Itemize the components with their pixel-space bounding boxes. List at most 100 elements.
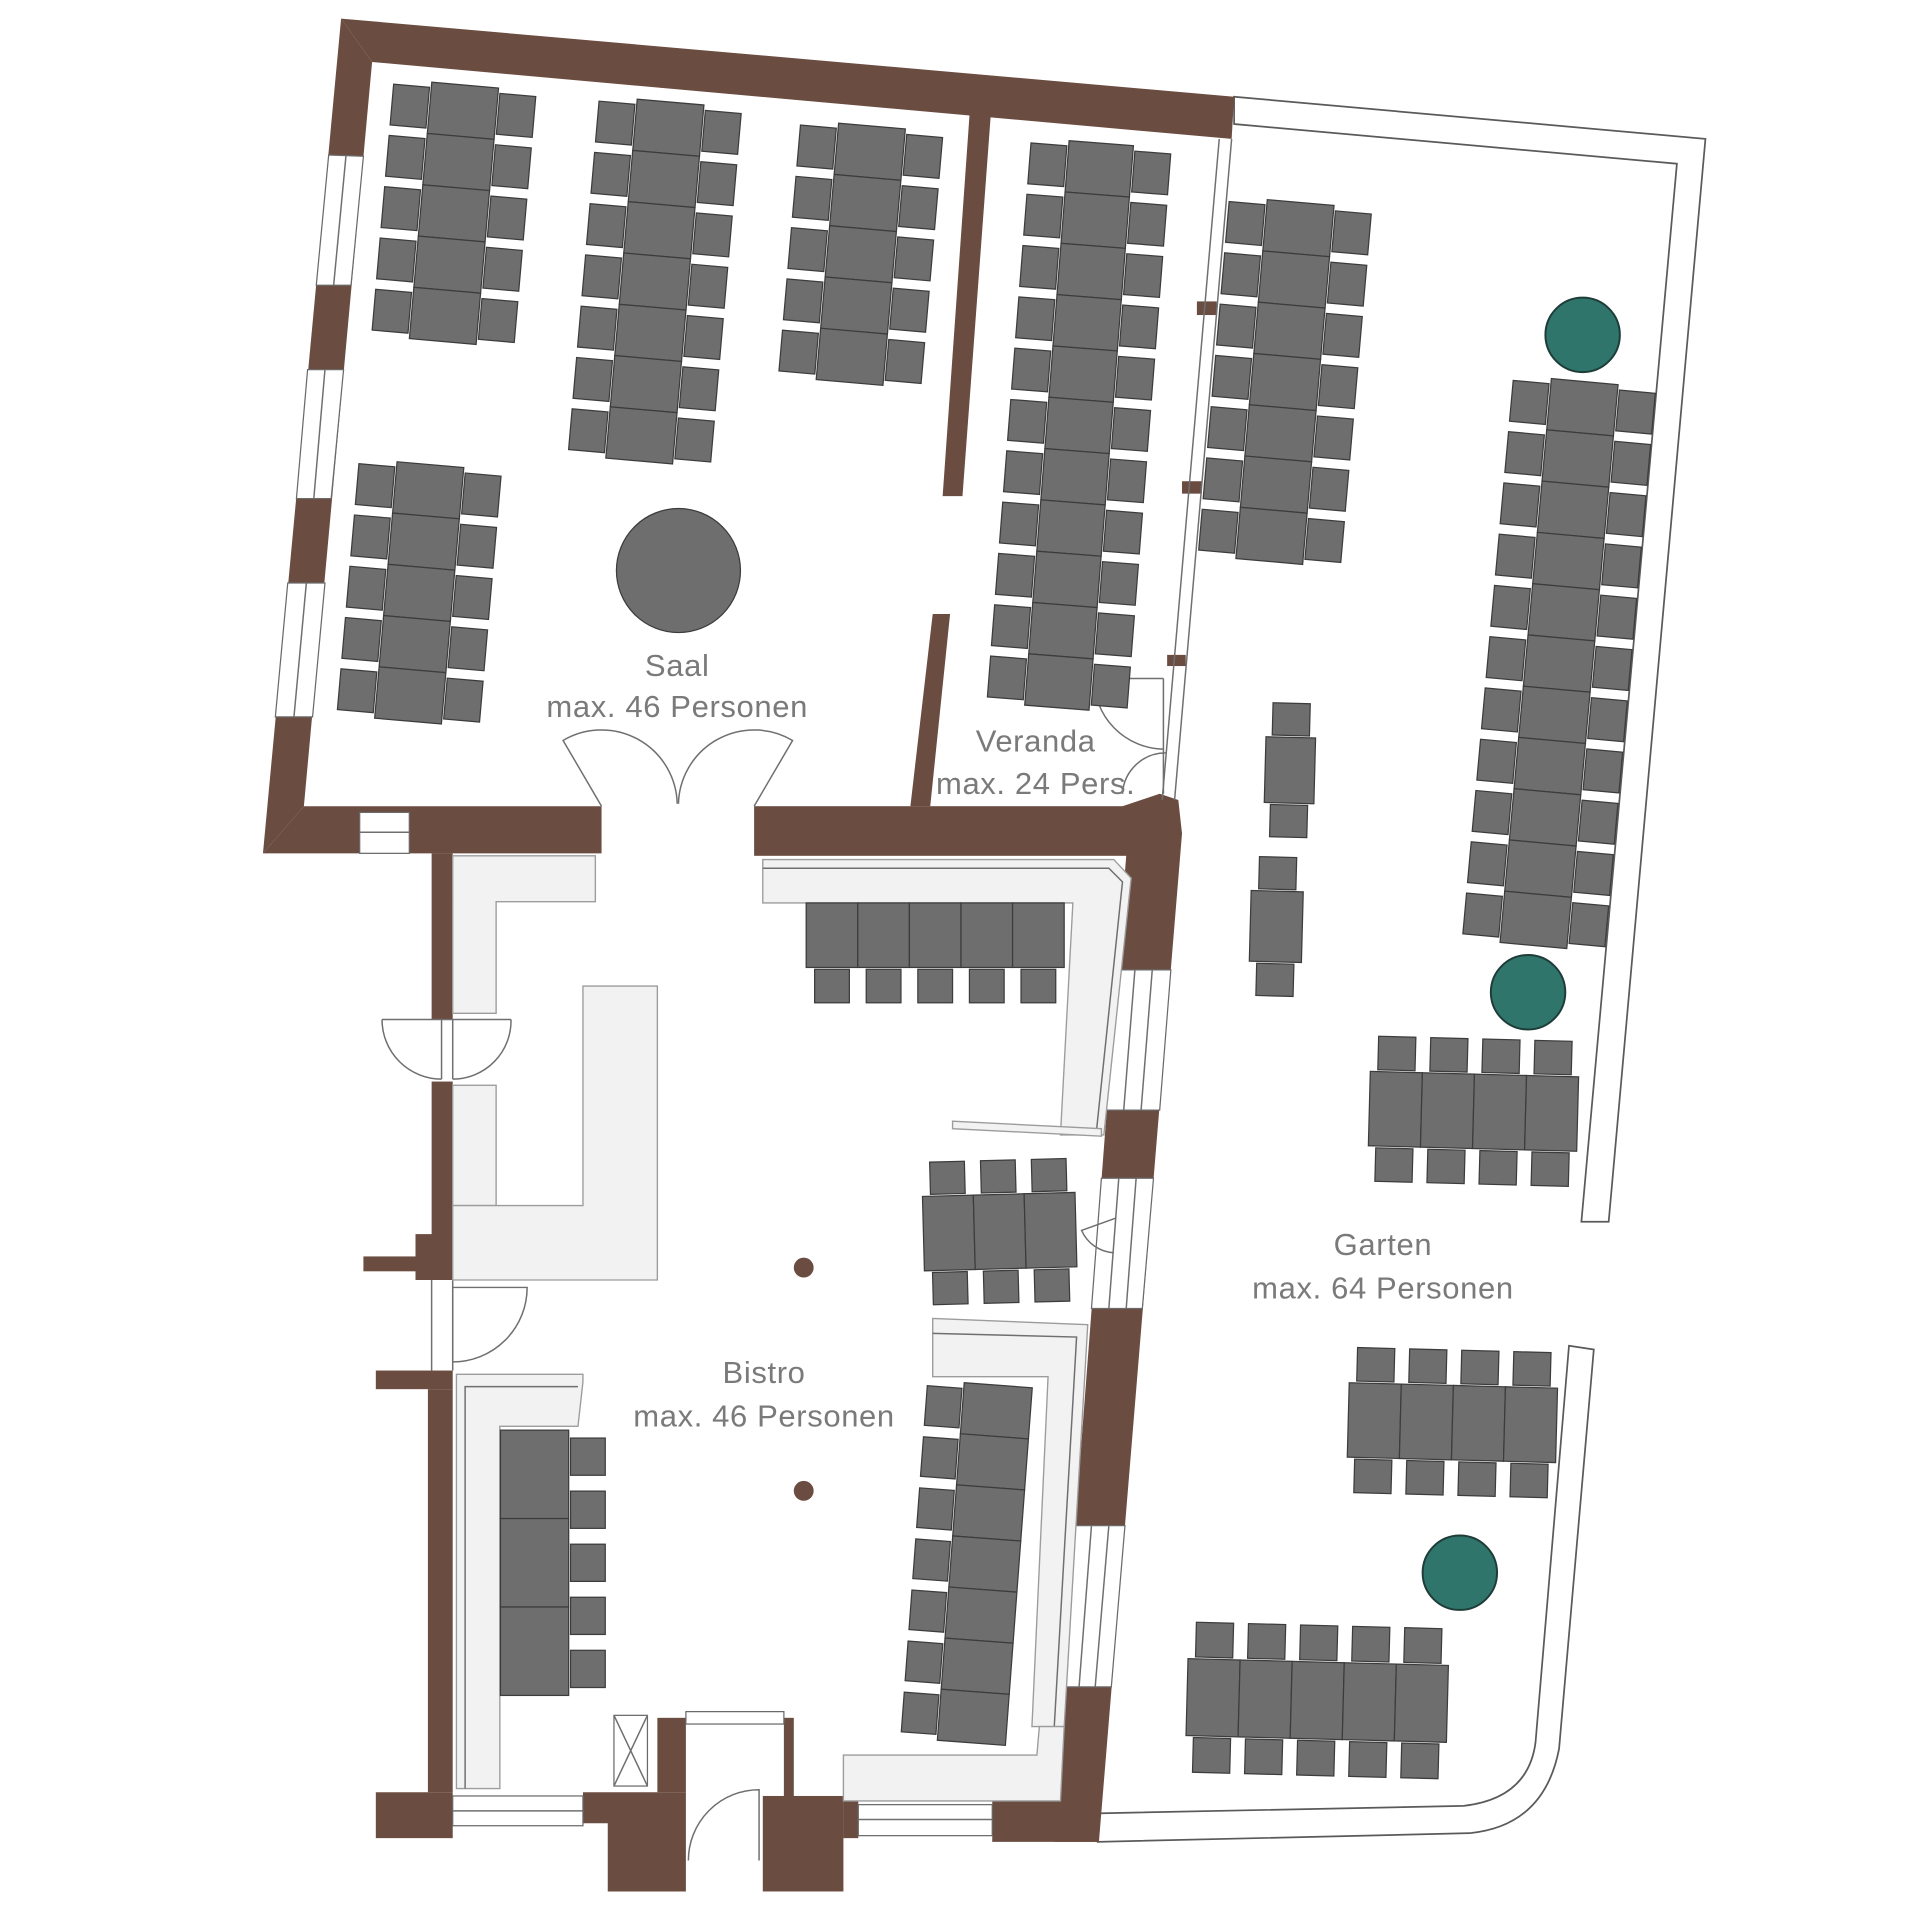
- bench-bistro-east: [932, 1317, 1089, 1728]
- room-name-saal: Saal: [645, 648, 710, 683]
- chair: [1377, 1035, 1417, 1072]
- chair: [389, 83, 431, 129]
- veranda-glass-wall: [1161, 138, 1233, 801]
- table: [1052, 293, 1122, 352]
- chair: [1476, 738, 1518, 784]
- window-frame: [313, 369, 326, 499]
- chair: [1110, 407, 1152, 452]
- chair: [687, 263, 729, 309]
- table: [1289, 1660, 1345, 1741]
- table: [972, 1193, 1027, 1271]
- table: [1504, 839, 1577, 898]
- chair: [569, 1596, 606, 1636]
- table: [623, 201, 696, 260]
- chair: [1485, 636, 1527, 682]
- chair: [1114, 355, 1156, 401]
- chair: [1027, 142, 1068, 188]
- window-frame: [1125, 1178, 1137, 1309]
- chair: [491, 144, 532, 190]
- wall-entrance-right: [762, 1795, 844, 1892]
- chair: [1351, 1625, 1391, 1663]
- chair: [567, 408, 609, 454]
- chair: [1426, 1148, 1466, 1185]
- chair: [1462, 892, 1504, 938]
- chair: [900, 1691, 940, 1736]
- chair: [1429, 1036, 1469, 1073]
- table: [936, 1688, 1010, 1747]
- wall-bistro-west-5: [427, 1389, 453, 1793]
- chair: [1313, 415, 1354, 461]
- chair: [1271, 702, 1311, 737]
- chair: [701, 109, 742, 155]
- table: [1523, 1074, 1580, 1152]
- chair: [581, 254, 623, 300]
- chair: [345, 565, 387, 611]
- table: [1056, 242, 1127, 301]
- chair: [912, 1538, 952, 1582]
- table: [960, 902, 1014, 969]
- bar-counter: [452, 985, 659, 1281]
- wall-entrance-left: [582, 1792, 686, 1892]
- chair: [1090, 663, 1132, 709]
- window-frame: [1122, 969, 1136, 1111]
- shaft-box-cross: [613, 1715, 649, 1787]
- chair: [1610, 440, 1652, 487]
- table: [632, 98, 705, 157]
- chair: [1466, 841, 1508, 887]
- chair: [350, 514, 391, 560]
- garden-fence-south-east: [1096, 1344, 1595, 1843]
- table-group-bistro-1: [805, 902, 1065, 1004]
- table: [1522, 634, 1596, 693]
- chair: [1615, 389, 1656, 435]
- table-group-garten-4: [1248, 855, 1304, 998]
- chair: [1304, 517, 1346, 564]
- door-bistro-west-2: [451, 1286, 528, 1363]
- wall-saal-south-right: [754, 806, 1164, 856]
- chair: [796, 124, 837, 170]
- window-frame: [1140, 969, 1153, 1111]
- chair: [919, 1436, 959, 1480]
- door-entrance: [687, 1789, 760, 1861]
- chair: [1400, 1742, 1440, 1780]
- chair: [1194, 1621, 1235, 1659]
- chair: [1494, 533, 1536, 579]
- chair: [1460, 1349, 1500, 1386]
- tables-layer: [336, 81, 1656, 1780]
- chair: [569, 1649, 606, 1689]
- table: [1060, 191, 1131, 250]
- chair: [1405, 1459, 1445, 1496]
- wall-bistro-south-1: [843, 1798, 859, 1839]
- chair: [1102, 509, 1144, 555]
- chair: [1317, 364, 1359, 410]
- bench-edge: [762, 867, 1124, 1132]
- chair: [1299, 1624, 1339, 1662]
- table: [417, 184, 491, 243]
- table-group-garten-5: [1367, 1035, 1580, 1188]
- table: [1040, 447, 1110, 506]
- pillar-bistro-1: [793, 1257, 814, 1278]
- window-frame: [1078, 1525, 1093, 1687]
- chair: [1408, 1348, 1448, 1385]
- counter-kitchen-upper: [452, 855, 597, 1015]
- doors: [381, 677, 1166, 1861]
- table: [1346, 1382, 1402, 1460]
- table: [1064, 140, 1135, 198]
- chair: [594, 100, 636, 146]
- table-group-bistro-4: [499, 1429, 606, 1697]
- pillar-bistro-2: [793, 1480, 814, 1501]
- room-capacity-bistro: max. 46 Personen: [633, 1398, 895, 1433]
- table: [833, 122, 907, 181]
- table-group-veranda-1: [986, 140, 1172, 711]
- chair: [1530, 1151, 1570, 1188]
- chair: [495, 92, 537, 139]
- chair: [1582, 748, 1624, 794]
- table: [499, 1606, 570, 1697]
- wall-entrance-left-post: [657, 1717, 686, 1793]
- wall-veranda-post-1: [1196, 301, 1217, 316]
- chair: [576, 305, 618, 351]
- chair: [456, 523, 498, 569]
- wall-bistro-west-4: [375, 1370, 453, 1390]
- chair: [1508, 379, 1550, 426]
- chair: [1512, 1351, 1552, 1387]
